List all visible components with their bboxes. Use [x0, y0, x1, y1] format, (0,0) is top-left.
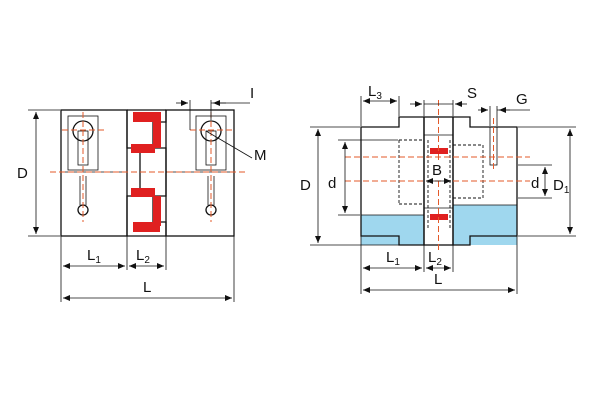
- front-view: D L1 L2 L I M: [17, 85, 267, 302]
- dim-L-side: L: [434, 271, 442, 288]
- dim-D1-side: D1: [553, 177, 570, 196]
- side-view: D d d D1 L3 S G: [300, 83, 576, 294]
- spider-elements: [131, 112, 161, 232]
- dim-L-front: L: [143, 279, 151, 296]
- dim-D-front: D: [17, 165, 28, 182]
- dim-L3-side: L3: [368, 83, 382, 102]
- dim-S-side: S: [467, 85, 477, 102]
- dim-L2-front: L2: [136, 247, 150, 266]
- dim-I-front: I: [250, 85, 254, 102]
- dim-G-side: G: [516, 91, 528, 108]
- left-hub-section: [361, 215, 424, 245]
- dim-D-side: D: [300, 177, 311, 194]
- label-M-front: M: [254, 147, 267, 164]
- left-hub-body: [60, 109, 128, 237]
- jaw-profile: [126, 109, 167, 237]
- dim-d-right: d: [531, 175, 539, 192]
- dim-L1-front: L1: [87, 247, 101, 266]
- dim-d-left: d: [328, 175, 336, 192]
- dim-B-side: B: [432, 162, 442, 179]
- right-hub-section: [453, 205, 517, 245]
- dim-L2-side: L2: [428, 249, 442, 268]
- dim-L1-side: L1: [386, 249, 400, 268]
- right-hub-body: [165, 109, 235, 237]
